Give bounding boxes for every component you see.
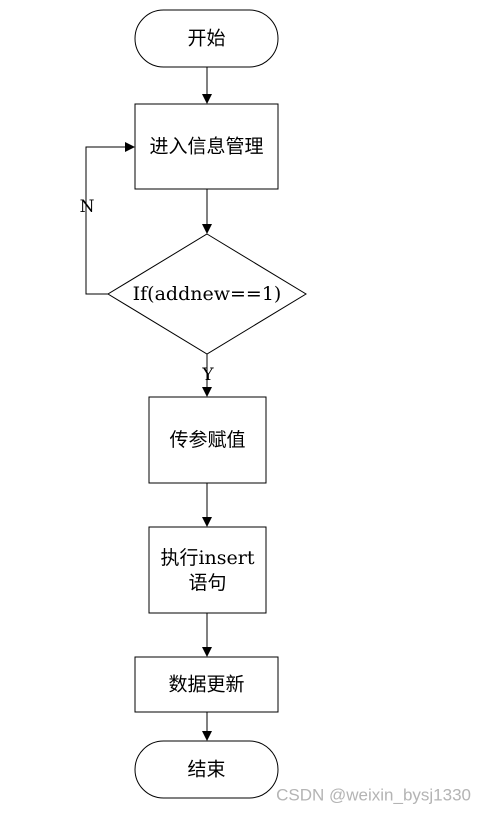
- arrow-no-loop: [85, 142, 135, 295]
- end-label: 结束: [187, 759, 225, 781]
- start-label: 开始: [187, 28, 225, 50]
- assign-params-label: 传参赋值: [169, 429, 245, 451]
- no-edge-label: N: [80, 197, 95, 217]
- exec-insert-label-line2: 语句: [188, 572, 226, 594]
- enter-info-node: [134, 103, 279, 190]
- yes-edge-label: Y: [201, 365, 214, 385]
- enter-info-label: 进入信息管理: [149, 136, 263, 158]
- update-data-node: [134, 656, 279, 713]
- assign-params-node: [148, 396, 267, 484]
- decision-label: If(addnew==1): [133, 283, 282, 305]
- csdn-watermark: CSDN @weixin_bysj1330: [276, 786, 471, 805]
- update-data-label: 数据更新: [168, 674, 244, 696]
- end-node: [134, 740, 279, 799]
- exec-insert-node: [148, 526, 267, 614]
- exec-insert-label-line1: 执行insert: [160, 547, 254, 569]
